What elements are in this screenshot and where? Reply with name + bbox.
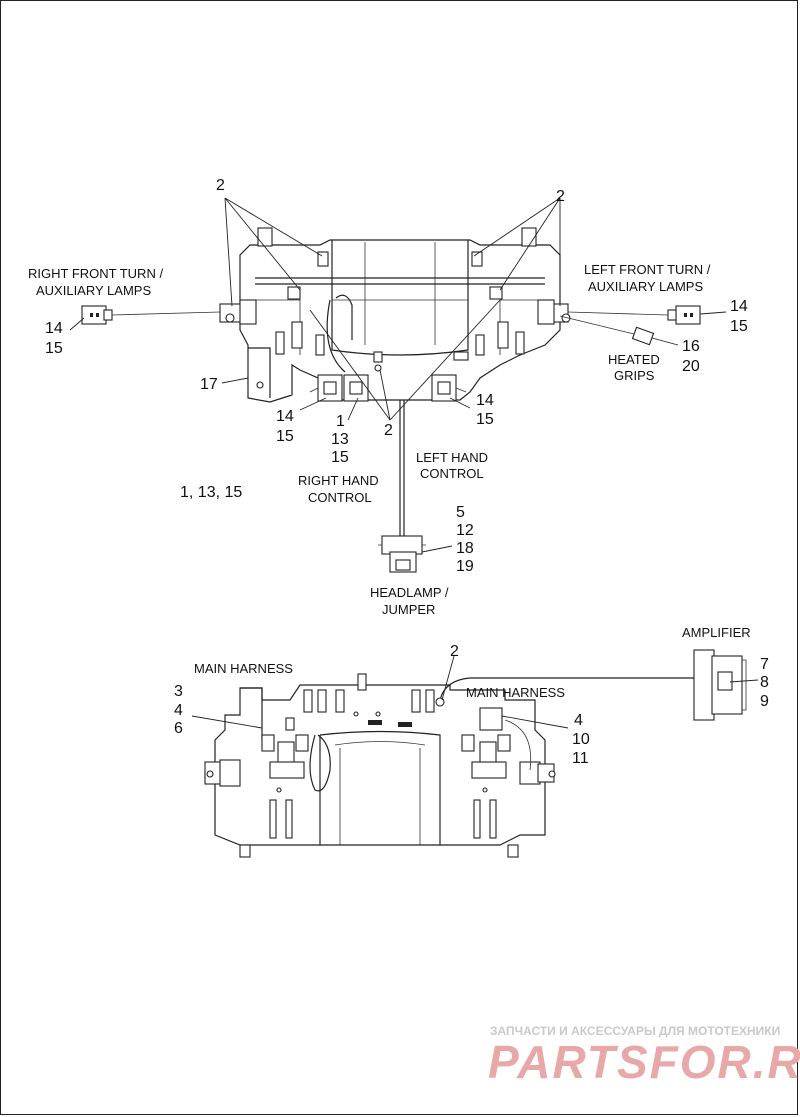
watermark: ЗАПЧАСТИ И АКСЕССУАРЫ ДЛЯ МОТОТЕХНИКИ PA… [488,1024,800,1088]
callout-5: 5 [456,504,465,521]
callout-14: 14 [476,392,494,409]
caption-left-hand: LEFT HAND [416,450,488,465]
callout-15: 15 [730,318,748,335]
callout-6: 6 [174,720,183,737]
right-lamp-connector [81,305,221,325]
captions: RIGHT FRONT TURN / AUXILIARY LAMPS LEFT … [28,262,751,700]
caption-main-harness: MAIN HARNESS [466,685,565,700]
caption-right-hand: RIGHT HAND [298,473,379,488]
caption-control: CONTROL [308,490,372,505]
caption-auxiliary-lamps: AUXILIARY LAMPS [36,283,151,298]
callout-14: 14 [276,408,294,425]
callout-1: 1 [336,413,345,430]
caption-amplifier: AMPLIFIER [682,625,751,640]
leader-lines [69,197,759,729]
callout-7: 7 [760,656,769,673]
callout-19: 19 [456,558,474,575]
watermark-logo: PARTSFOR.RU [488,1036,800,1088]
callout-2: 2 [216,177,225,194]
callout-3: 3 [174,683,183,700]
callout-16: 16 [682,338,700,355]
upper-fairing-bracket [219,227,571,540]
caption-right-front-turn: RIGHT FRONT TURN / [28,266,163,281]
watermark-text: ЗАПЧАСТИ И АКСЕССУАРЫ ДЛЯ МОТОТЕХНИКИ [490,1024,780,1038]
callout-4: 4 [174,702,183,719]
callout-1-13-15: 1, 13, 15 [180,484,242,501]
callout-11: 11 [572,750,589,767]
caption-grips: GRIPS [614,368,655,383]
callout-2: 2 [556,188,565,205]
callout-15: 15 [331,449,349,466]
caption-control: CONTROL [420,466,484,481]
headlamp-connector [378,535,426,573]
caption-auxiliary-lamps: AUXILIARY LAMPS [588,279,703,294]
caption-left-front-turn: LEFT FRONT TURN / [584,262,711,277]
amplifier-connector [693,649,747,721]
lower-bracket-assembly [204,673,700,858]
callout-15: 15 [276,428,294,445]
callout-14: 14 [730,298,748,315]
caption-jumper: JUMPER [382,602,435,617]
caption-main-harness: MAIN HARNESS [194,661,293,676]
callout-numbers: 2 2 14 15 14 15 16 20 17 14 15 1 13 15 2… [45,177,769,767]
callout-14: 14 [45,320,63,337]
callout-9: 9 [760,693,769,710]
callout-15: 15 [45,340,63,357]
callout-17: 17 [200,376,218,393]
callout-13: 13 [331,431,349,448]
heated-grips-connector [559,315,655,346]
callout-20: 20 [682,358,700,375]
caption-heated: HEATED [608,352,660,367]
left-lamp-connector [567,305,701,325]
callout-12: 12 [456,522,474,539]
callout-10: 10 [572,731,590,748]
callout-2: 2 [450,643,459,660]
callout-18: 18 [456,540,474,557]
callout-4: 4 [574,712,583,729]
callout-15: 15 [476,411,494,428]
callout-8: 8 [760,674,769,691]
caption-headlamp: HEADLAMP / [370,585,449,600]
callout-2: 2 [384,422,393,439]
